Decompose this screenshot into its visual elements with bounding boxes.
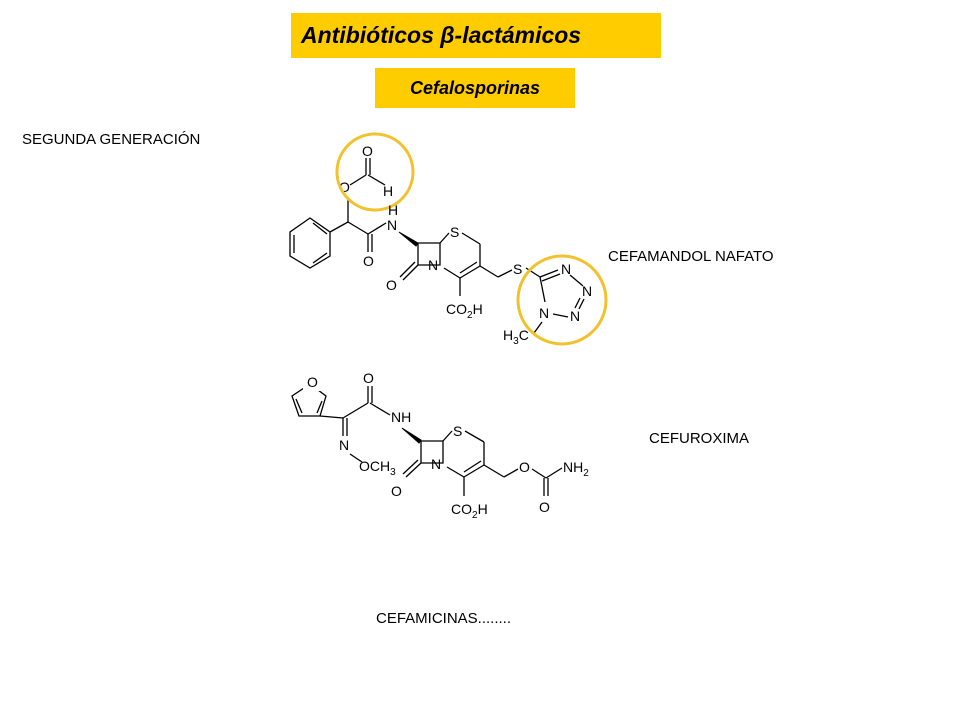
drug-name-cefamandol: CEFAMANDOL NAFATO: [608, 248, 774, 265]
highlight-circle: [335, 132, 415, 212]
atom-O: O: [363, 370, 374, 386]
bond: [442, 430, 453, 442]
atom-S: S: [450, 224, 459, 240]
bond: [552, 313, 569, 318]
wedge-bond: [401, 427, 422, 444]
bond: [402, 264, 419, 281]
bond: [569, 274, 584, 287]
bond: [443, 267, 461, 279]
bond: [342, 402, 369, 419]
bond: [367, 174, 386, 186]
bond: [531, 468, 547, 479]
bond: [574, 297, 581, 309]
atom-N: N: [431, 456, 441, 472]
bond: [329, 221, 349, 233]
atom-H: H: [383, 183, 393, 199]
bond: [319, 415, 344, 419]
bond: [539, 269, 559, 278]
atom-O: O: [362, 143, 373, 159]
page-title: Antibióticos β-lactámicos: [301, 22, 582, 48]
atom-O: O: [339, 179, 350, 195]
title-banner: Antibióticos β-lactámicos: [291, 13, 661, 58]
bond: [497, 269, 513, 278]
atom-N: N: [582, 283, 592, 299]
bond: [479, 265, 499, 278]
footer-note: CEFAMICINAS........: [376, 610, 512, 627]
bond: [464, 430, 485, 443]
drug-name-cefuroxima: CEFUROXIMA: [649, 430, 750, 447]
bond: [545, 467, 563, 479]
bond: [541, 273, 561, 282]
bond: [349, 174, 367, 186]
bond: [461, 232, 481, 245]
benzene-double-bond: [312, 252, 328, 264]
atom-O: O: [363, 253, 374, 269]
bond: [405, 462, 422, 478]
atom-mask: [303, 374, 321, 391]
benzene-double-bond: [312, 222, 328, 235]
section-label: SEGUNDA GENERACIÓN: [22, 131, 201, 148]
bond: [459, 265, 481, 279]
atom-O: O: [386, 277, 397, 293]
bond: [446, 466, 465, 478]
group-CO2H: CO2H: [446, 301, 483, 321]
furan-double-bond: [316, 400, 323, 414]
subtitle-banner: Cefalosporinas: [375, 68, 575, 108]
group-CH3: H3C: [503, 327, 529, 347]
highlight-circle: [516, 254, 608, 346]
wedge-bond: [398, 231, 419, 247]
beta-lactam-ring: [417, 242, 441, 266]
atom-S: S: [513, 261, 522, 277]
atom-N: N: [561, 261, 571, 277]
bond: [539, 276, 546, 303]
bond: [533, 321, 543, 334]
bond: [439, 232, 450, 244]
atom-O: O: [519, 459, 530, 475]
group-NH: NH: [391, 409, 411, 425]
atom-O: O: [391, 483, 402, 499]
bond: [483, 464, 505, 478]
atom-N: N: [428, 257, 438, 273]
atom-N: N: [570, 308, 580, 324]
beta-lactam-ring: [420, 440, 444, 464]
atom-S: S: [453, 423, 462, 439]
bond: [503, 468, 519, 478]
group-NH2: NH2: [563, 459, 589, 479]
atom-N: N: [387, 217, 397, 233]
atom-O: O: [539, 499, 550, 515]
furan-double-bond: [295, 398, 303, 414]
page-subtitle: Cefalosporinas: [409, 77, 541, 98]
bond: [347, 221, 369, 235]
bond: [402, 459, 419, 475]
bond: [399, 261, 416, 278]
atom-N: N: [339, 437, 349, 453]
bond: [459, 261, 478, 274]
group-OCH3: OCH3: [359, 458, 396, 478]
group-CO2H: CO2H: [451, 501, 488, 521]
bond: [369, 402, 391, 416]
atom-H: H: [388, 202, 398, 218]
atom-O: O: [307, 374, 318, 390]
bond: [367, 222, 387, 235]
bond: [463, 464, 485, 478]
bond: [349, 453, 363, 463]
bond: [463, 460, 482, 473]
furan-ring: [291, 383, 327, 417]
atom-N: N: [539, 305, 549, 321]
bond: [578, 298, 585, 310]
